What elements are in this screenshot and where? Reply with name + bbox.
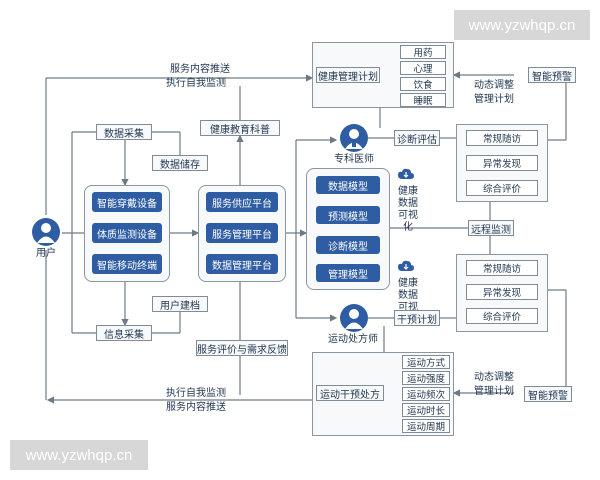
user-profile-box: 用户建档 xyxy=(152,296,208,312)
watermark-top-right: www.yzwhqp.cn xyxy=(454,10,590,40)
remote-monitoring-box: 远程监测 xyxy=(468,220,514,236)
visualization-top: 健康数据可视化 xyxy=(398,186,418,233)
cloud-download-icon xyxy=(398,168,414,179)
exercise-duration: 运动时长 xyxy=(402,403,450,417)
intervention-plan-box: 干预计划 xyxy=(394,310,440,326)
top-flow-line2: 执行自我监测 xyxy=(166,78,226,89)
dyn-bottom-line2: 管理计划 xyxy=(474,386,514,397)
plan-sleep: 睡眠 xyxy=(400,93,446,107)
health-education-box: 健康教育科普 xyxy=(200,120,280,136)
health-plan-title: 健康管理计划 xyxy=(316,67,380,83)
dyn-bottom-line1: 动态调整 xyxy=(474,372,514,383)
platform-management: 服务管理平台 xyxy=(206,223,278,243)
device-mobile-terminal: 智能移动终端 xyxy=(92,254,162,274)
exercise-frequency: 运动频次 xyxy=(402,387,450,401)
platform-data: 数据管理平台 xyxy=(206,254,278,274)
feedback-box: 服务评价与需求反馈 xyxy=(196,340,288,356)
exercise-intensity: 运动强度 xyxy=(402,371,450,385)
followup-top-anomaly: 异常发现 xyxy=(466,155,538,171)
data-collection-box: 数据采集 xyxy=(96,124,152,140)
dyn-top-line1: 动态调整 xyxy=(474,80,514,91)
cloud-download-icon xyxy=(398,260,414,271)
device-wearable: 智能穿戴设备 xyxy=(92,192,162,212)
diagnosis-box: 诊断评估 xyxy=(394,130,440,146)
model-diagnosis: 诊断模型 xyxy=(316,236,380,254)
watermark-bottom-left: www.yzwhqp.cn xyxy=(10,440,148,470)
dyn-top-line2: 管理计划 xyxy=(474,94,514,105)
platform-supply: 服务供应平台 xyxy=(206,192,278,212)
bottom-flow-line1: 执行自我监测 xyxy=(166,388,226,399)
plan-diet: 饮食 xyxy=(400,77,446,91)
exercise-title: 运动干预处方 xyxy=(316,385,384,401)
smart-alert-bottom: 智能预警 xyxy=(524,386,572,402)
followup-bottom-anomaly: 异常发现 xyxy=(466,284,538,300)
followup-bottom-routine: 常规随访 xyxy=(466,260,538,276)
followup-top-routine: 常规随访 xyxy=(466,130,538,146)
model-prediction: 预测模型 xyxy=(316,206,380,224)
model-data: 数据模型 xyxy=(316,176,380,194)
bottom-flow-line2: 服务内容推送 xyxy=(166,402,226,413)
specialist-label: 专科医师 xyxy=(334,154,374,165)
doctor-icon xyxy=(340,124,368,152)
coach-label: 运动处方师 xyxy=(328,334,378,345)
top-flow-line1: 服务内容推送 xyxy=(170,64,230,75)
followup-top-evaluation: 综合评价 xyxy=(466,180,538,196)
exercise-period: 运动周期 xyxy=(402,419,450,433)
followup-bottom-evaluation: 综合评价 xyxy=(466,308,538,324)
plan-psychology: 心理 xyxy=(400,61,446,75)
device-fitness-monitor: 体质监测设备 xyxy=(92,223,162,243)
exercise-mode: 运动方式 xyxy=(402,355,450,369)
info-collection-box: 信息采集 xyxy=(96,325,152,341)
coach-icon xyxy=(340,304,368,332)
model-management: 管理模型 xyxy=(316,264,380,282)
smart-alert-top: 智能预警 xyxy=(528,67,576,83)
user-icon xyxy=(32,218,60,246)
user-label: 用户 xyxy=(36,248,56,259)
data-storage-box: 数据储存 xyxy=(152,155,208,171)
plan-medication: 用药 xyxy=(400,45,446,59)
